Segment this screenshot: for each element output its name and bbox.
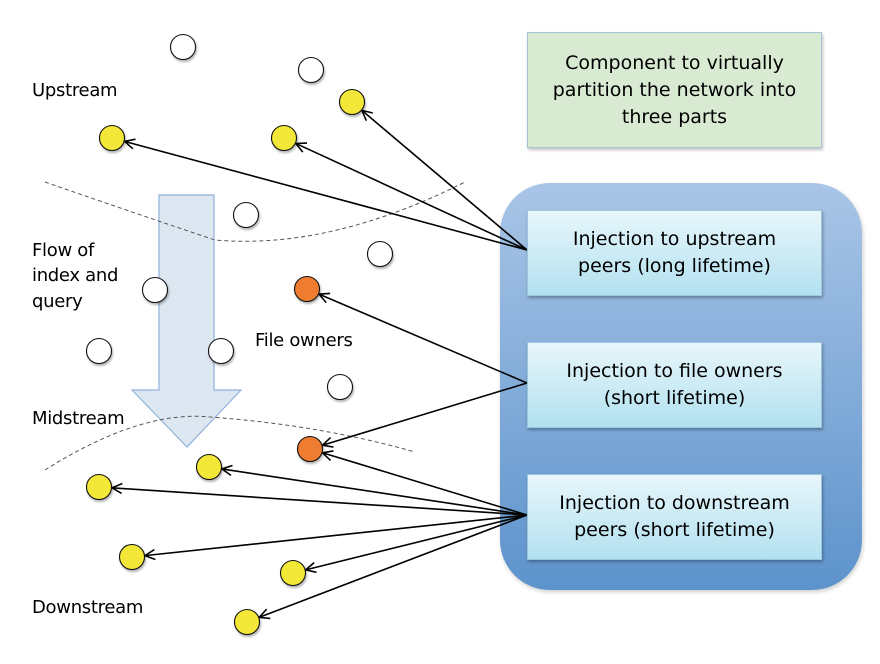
injection-arrow [306, 514, 528, 570]
flow-arrow [130, 194, 243, 448]
upstream-boundary [44, 181, 466, 242]
target-peer-node [270, 124, 298, 152]
file-owner-node [296, 435, 324, 463]
peer-node [207, 337, 235, 365]
downstream-label: Downstream [32, 597, 144, 618]
flow-label-line-1: Flow of [32, 240, 95, 261]
midstream-label: Midstream [32, 408, 125, 429]
downstream-boundary [44, 415, 416, 471]
file-owners-label: File owners [255, 330, 353, 351]
target-peer-node [279, 559, 307, 587]
peer-node [169, 33, 197, 61]
component-line-1: Component to virtually [565, 51, 784, 74]
component-box: Component to virtually partition the net… [527, 32, 822, 148]
component-line-2: partition the network into [552, 78, 797, 101]
injection-arrow [322, 382, 528, 445]
peer-node [326, 373, 354, 401]
injection-arrow [125, 141, 528, 251]
injection-file-owners-box: Injection to file owners (short lifetime) [527, 342, 822, 428]
peer-node [232, 201, 260, 229]
target-peer-node [338, 88, 366, 116]
injection-file-owners-line-1: Injection to file owners [566, 360, 783, 382]
injection-arrow [112, 488, 528, 516]
injection-arrow [145, 514, 528, 556]
peer-node [297, 56, 325, 84]
target-peer-node [195, 453, 223, 481]
injection-downstream-line-2: peers (short lifetime) [574, 519, 775, 541]
injection-downstream-box: Injection to downstream peers (short life… [527, 474, 822, 560]
injection-arrow [259, 514, 528, 617]
injection-arrow [319, 294, 528, 384]
injection-file-owners-line-2: (short lifetime) [603, 387, 746, 409]
injection-arrow [222, 469, 528, 516]
upstream-label: Upstream [32, 80, 118, 101]
target-peer-node [233, 608, 261, 636]
flow-label-line-2: index and [32, 265, 119, 286]
peer-node [366, 240, 394, 268]
file-owner-node [293, 275, 321, 303]
peer-node [85, 337, 113, 365]
peer-node [141, 276, 169, 304]
target-peer-node [118, 543, 146, 571]
injection-upstream-line-2: peers (long lifetime) [578, 255, 771, 277]
injection-arrow [362, 110, 528, 251]
injection-downstream-line-1: Injection to downstream [559, 492, 790, 514]
target-peer-node [85, 473, 113, 501]
component-line-3: three parts [621, 105, 728, 128]
injection-upstream-box: Injection to upstream peers (long lifetim… [527, 210, 822, 296]
injection-upstream-line-1: Injection to upstream [572, 228, 777, 250]
injection-arrow [322, 453, 528, 516]
target-peer-node [98, 124, 126, 152]
injection-arrow [296, 143, 528, 251]
flow-label-line-3: query [32, 291, 83, 312]
